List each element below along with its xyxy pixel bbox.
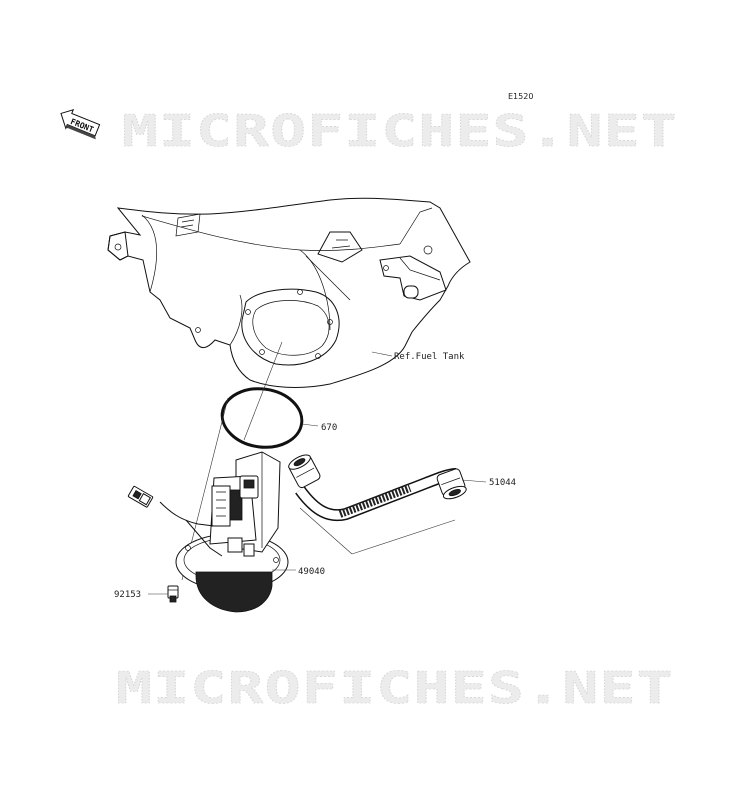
bolt-92153 (167, 585, 179, 603)
fuel-hose-51044 (288, 454, 467, 522)
part-670-label: 670 (321, 423, 337, 433)
part-51044-label: 51044 (489, 478, 516, 488)
watermark-bottom: MICROFICHES.NET (116, 663, 674, 714)
diagram-code: E1520 (508, 92, 533, 101)
ref-fuel-tank-label: Ref.Fuel Tank (394, 352, 465, 362)
part-49040-label: 49040 (298, 567, 325, 577)
fuel-tank-illustration (107, 197, 471, 388)
front-arrow-icon: FRONT (60, 108, 101, 140)
fuel-pump-49040 (127, 451, 289, 613)
watermark-top: MICROFICHES.NET (122, 106, 678, 157)
part-92153-label: 92153 (114, 590, 141, 600)
o-ring-670 (220, 387, 304, 449)
